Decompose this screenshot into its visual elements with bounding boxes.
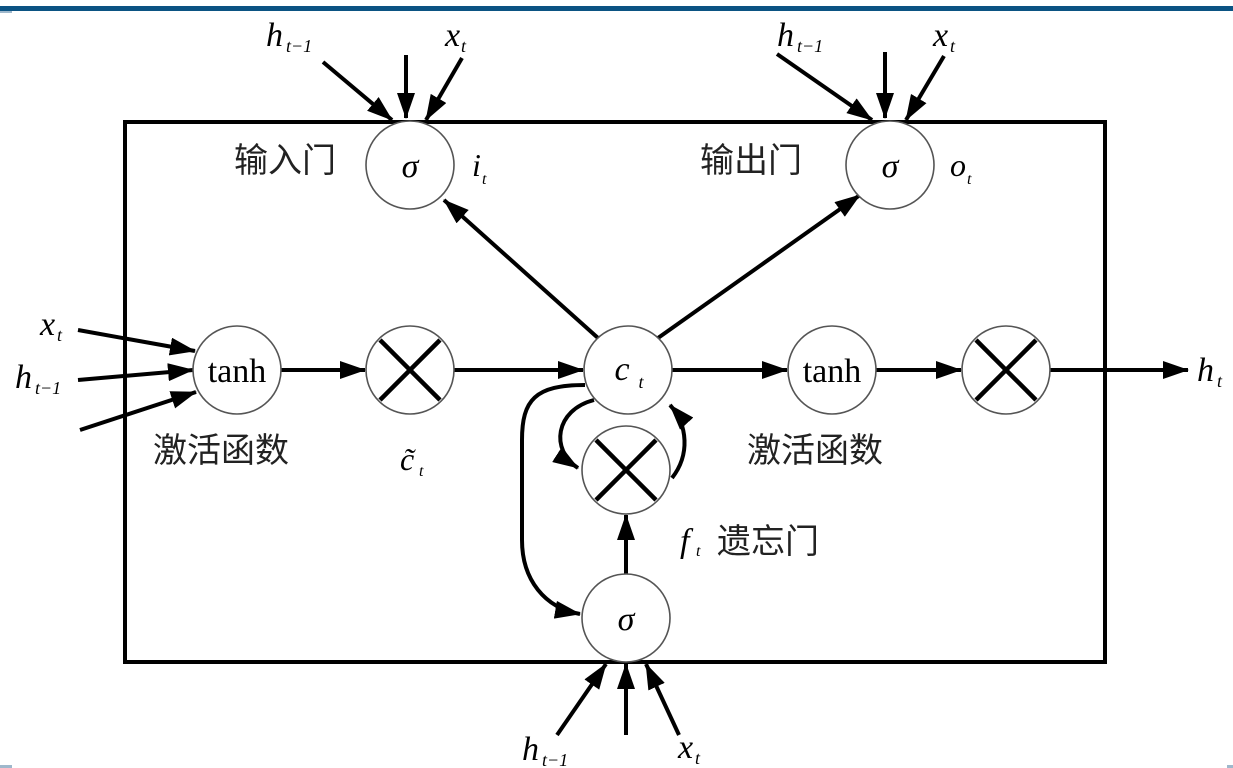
arrow-forget-mult-to-cell (668, 403, 694, 480)
cell-state-subscript: t (638, 372, 644, 392)
tanh-x-label: x (39, 306, 55, 343)
output-h-subscript: t (1217, 371, 1223, 391)
arrow-bias-to-tanh (79, 390, 197, 432)
output-activation-label: 激活函数 (747, 431, 883, 471)
forget-gate-node: σ (581, 573, 671, 663)
forget-gate-output-symbol: f (680, 523, 694, 560)
arrow-cell-to-output-gate (656, 193, 862, 340)
candidate-mult-node (365, 325, 455, 415)
output-gate-label: 输出门 (700, 141, 802, 181)
bottom-right-stub (1227, 765, 1233, 768)
output-gate-symbol: σ (882, 148, 900, 185)
arrow-hprev-to-input-gate (321, 60, 394, 122)
top-bar-stub (0, 11, 12, 13)
cell-state-node: c t (583, 325, 673, 415)
arrow-cell-to-forget-mult (552, 398, 595, 470)
input-gate-output-subscript: t (482, 171, 487, 188)
input-gate-node: σ (365, 120, 455, 210)
output-mult-node (961, 325, 1051, 415)
cell-boundary (123, 120, 1107, 664)
output-gate-output-symbol: o (950, 147, 966, 183)
forget-gate-label: 遗忘门 (717, 522, 819, 562)
output-gate-hprev-subscript: t−1 (797, 36, 823, 56)
tanh-x-subscript: t (57, 325, 63, 345)
output-tanh-symbol: tanh (803, 353, 862, 390)
input-gate-hprev-subscript: t−1 (286, 36, 312, 56)
forget-gate-hprev-subscript: t−1 (542, 750, 568, 768)
connections (77, 52, 1189, 737)
forget-gate-hprev-label: h (522, 731, 539, 768)
forget-mult-node (581, 425, 671, 515)
candidate-label: c̃ (400, 441, 416, 477)
input-tanh-symbol: tanh (208, 353, 267, 390)
arrow-x-to-input-gate (424, 56, 464, 122)
forget-gate-output-subscript: t (696, 543, 701, 560)
arrow-x-to-tanh (77, 328, 196, 356)
input-gate-output-symbol: i (472, 147, 481, 183)
top-bar (0, 6, 1233, 11)
input-gate-hprev-label: h (266, 17, 283, 54)
forget-gate-x-subscript: t (695, 748, 701, 768)
input-gate-x-subscript: t (461, 36, 467, 56)
arrow-x-to-forget-gate (644, 663, 681, 736)
input-gate-symbol: σ (402, 148, 420, 185)
input-gate-x-label: x (444, 17, 460, 54)
input-activation-label: 激活函数 (153, 431, 289, 471)
bottom-left-stub (0, 765, 12, 768)
cell-state-symbol: c (614, 351, 629, 388)
tanh-hprev-label: h (15, 359, 32, 396)
candidate-label-subscript: t (419, 463, 424, 480)
tanh-hprev-subscript: t−1 (35, 378, 61, 398)
arrow-cell-to-input-gate (442, 198, 600, 340)
arrow-hprev-to-forget-gate (555, 662, 608, 737)
output-gate-hprev-label: h (777, 17, 794, 54)
arrow-hprev-to-output-gate (775, 52, 874, 122)
output-gate-x-subscript: t (950, 36, 956, 56)
output-tanh-node: tanh (787, 325, 877, 415)
output-gate-node: σ (845, 120, 935, 210)
arrow-hprev-to-tanh (77, 363, 194, 382)
forget-gate-symbol: σ (618, 601, 636, 638)
output-gate-x-label: x (932, 17, 948, 54)
output-h-label: h (1197, 352, 1214, 389)
arrow-cell-to-forget-gate (520, 383, 586, 619)
forget-gate-x-label: x (677, 729, 693, 766)
input-gate-label: 输入门 (234, 141, 336, 181)
arrow-x-to-output-gate (904, 54, 946, 122)
input-tanh-node: tanh (192, 325, 282, 415)
output-gate-output-subscript: t (967, 171, 972, 188)
